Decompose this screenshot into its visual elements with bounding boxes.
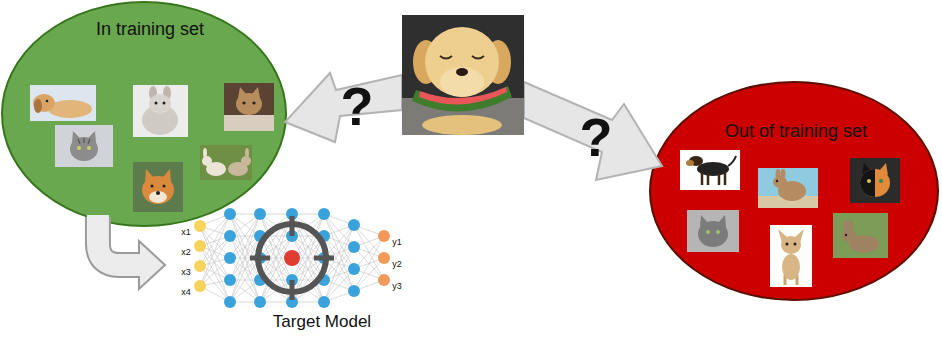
input-label: x1 bbox=[181, 227, 191, 238]
query-arrow bbox=[524, 82, 662, 180]
neuron bbox=[318, 296, 330, 308]
network-link bbox=[230, 236, 260, 302]
label-holder: x3 bbox=[0, 0, 10, 18]
neuron bbox=[194, 220, 206, 232]
neuron bbox=[194, 260, 206, 272]
neuron bbox=[224, 230, 236, 242]
test-photo bbox=[833, 213, 888, 258]
neuron bbox=[378, 230, 390, 242]
label-holder: ? bbox=[0, 0, 33, 65]
label-holder: y1 bbox=[0, 0, 10, 18]
label-holder: x2 bbox=[0, 0, 10, 18]
target-reticle bbox=[250, 216, 334, 300]
output-label: y3 bbox=[392, 281, 402, 292]
block-arrow bbox=[98, 215, 165, 289]
region-title: Out of training set bbox=[725, 121, 867, 143]
neuron bbox=[348, 241, 360, 253]
network-link bbox=[230, 236, 260, 302]
train-photo bbox=[200, 145, 252, 180]
neuron bbox=[348, 219, 360, 231]
ellipse-outline bbox=[648, 80, 940, 302]
neuron bbox=[224, 252, 236, 264]
neuron bbox=[348, 285, 360, 297]
test-photo bbox=[687, 210, 739, 252]
output-label: y1 bbox=[392, 237, 402, 248]
neuron bbox=[224, 208, 236, 220]
neuron bbox=[378, 274, 390, 286]
network-link bbox=[230, 214, 260, 280]
train-photo bbox=[133, 162, 183, 212]
test-photo bbox=[850, 158, 900, 203]
train-photo bbox=[55, 125, 113, 167]
neuron bbox=[318, 208, 330, 220]
label-holder: y2 bbox=[0, 0, 10, 18]
network-link bbox=[324, 269, 354, 302]
input-label: x3 bbox=[181, 267, 191, 278]
query-photo bbox=[402, 15, 524, 135]
neuron bbox=[194, 240, 206, 252]
region-ellipse: Out of training set bbox=[648, 80, 940, 302]
neuron bbox=[254, 208, 266, 220]
model-caption: Target Model bbox=[273, 312, 371, 332]
neuron bbox=[194, 280, 206, 292]
label-holder: x4 bbox=[0, 0, 10, 18]
network-link bbox=[200, 214, 230, 246]
input-label: x4 bbox=[181, 287, 191, 298]
label-holder: ? bbox=[0, 0, 33, 65]
train-photo bbox=[224, 83, 274, 131]
neuron bbox=[348, 263, 360, 275]
label-holder: y3 bbox=[0, 0, 10, 18]
question-mark: ? bbox=[580, 105, 613, 170]
test-photo bbox=[758, 168, 818, 208]
region-ellipse: In training set bbox=[0, 0, 288, 228]
ellipse-shape bbox=[2, 2, 286, 226]
network-link bbox=[354, 258, 384, 291]
neuron bbox=[378, 252, 390, 264]
test-photo bbox=[680, 150, 740, 190]
arrow-head bbox=[139, 241, 165, 289]
input-label: x2 bbox=[181, 247, 191, 258]
label-holder: x1 bbox=[0, 0, 10, 18]
neuron bbox=[224, 274, 236, 286]
ellipse-shape bbox=[650, 82, 938, 300]
model-area: Target Model bbox=[165, 200, 405, 340]
neural-network bbox=[194, 208, 390, 308]
arrow-body bbox=[98, 215, 140, 265]
neuron bbox=[224, 296, 236, 308]
region-title: In training set bbox=[96, 19, 204, 41]
train-photo bbox=[30, 85, 96, 121]
test-photo bbox=[770, 225, 812, 287]
network-link bbox=[230, 214, 260, 280]
train-photo bbox=[133, 85, 188, 137]
output-label: y2 bbox=[392, 259, 402, 270]
neuron bbox=[254, 296, 266, 308]
question-mark: ? bbox=[341, 74, 374, 139]
query-arrow bbox=[285, 73, 402, 142]
